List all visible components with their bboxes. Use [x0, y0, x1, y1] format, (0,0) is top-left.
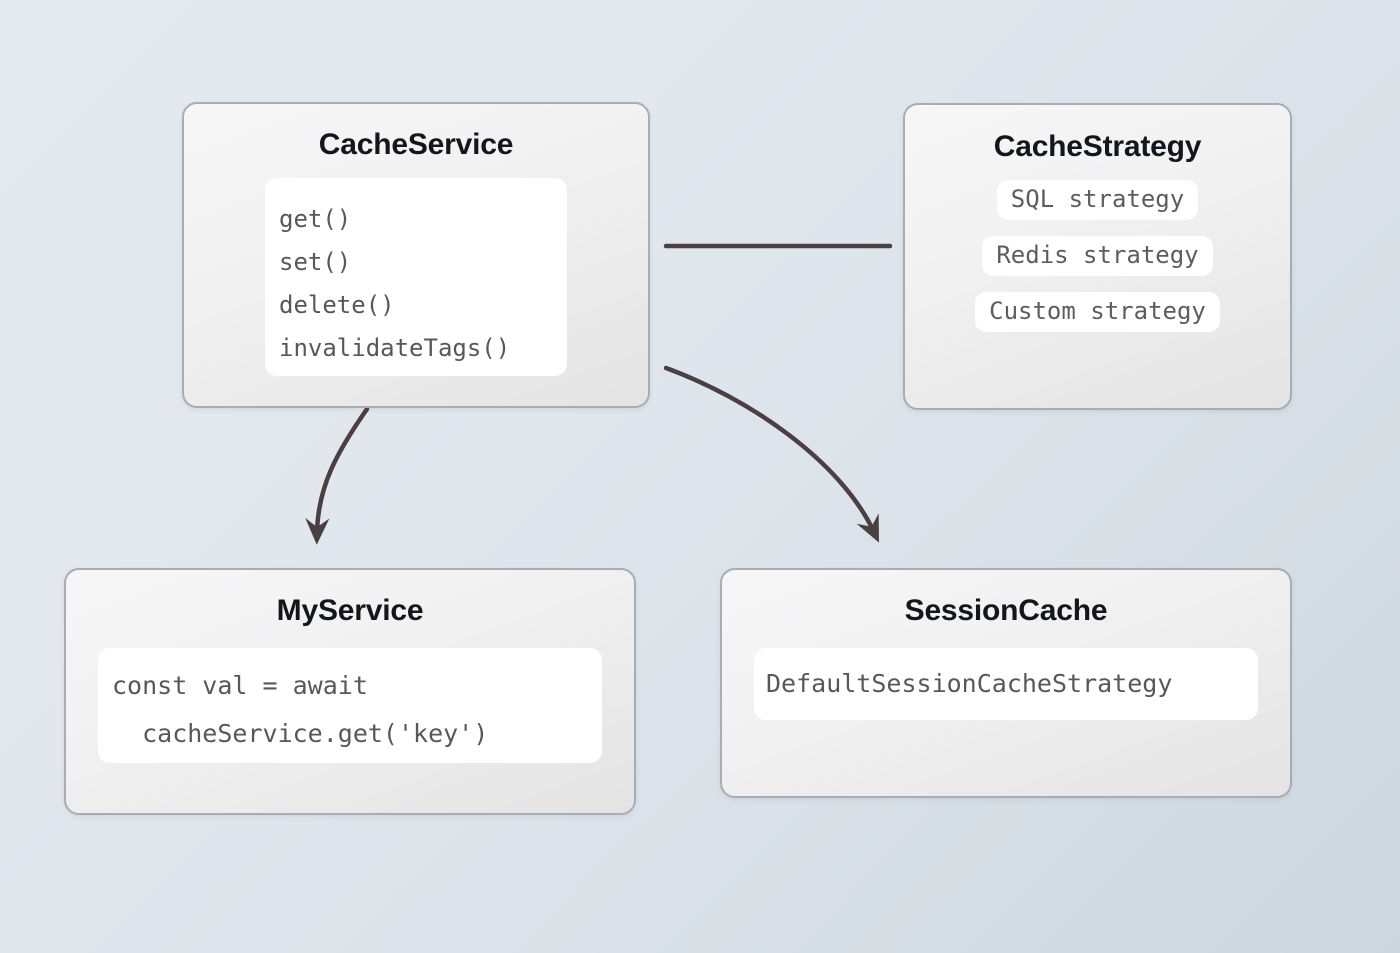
code-line: const val = await: [112, 671, 368, 700]
node-cacheservice-methods: get() set() delete() invalidateTags(): [265, 178, 567, 376]
code-line: cacheService.get('key'): [112, 719, 489, 748]
method-line: set(): [279, 248, 352, 276]
strategy-chip[interactable]: SQL strategy: [996, 180, 1199, 220]
node-cacheservice[interactable]: CacheService get() set() delete() invali…: [182, 102, 650, 408]
node-sessioncache[interactable]: SessionCache DefaultSessionCacheStrategy: [720, 568, 1292, 798]
strategy-chip-list: SQL strategy Redis strategy Custom strat…: [905, 180, 1290, 332]
code-line: DefaultSessionCacheStrategy: [766, 669, 1173, 698]
connector-cacheservice-myservice: [305, 406, 370, 545]
node-cachestrategy[interactable]: CacheStrategy SQL strategy Redis strateg…: [903, 103, 1292, 410]
method-line: delete(): [279, 291, 395, 319]
node-myservice-title: MyService: [276, 594, 424, 627]
method-line: get(): [279, 205, 352, 233]
node-cacheservice-title: CacheService: [318, 128, 514, 161]
node-sessioncache-strategy: DefaultSessionCacheStrategy: [754, 648, 1258, 720]
strategy-chip[interactable]: Custom strategy: [975, 292, 1220, 332]
node-sessioncache-title: SessionCache: [904, 594, 1108, 627]
node-myservice[interactable]: MyService const val = await cacheService…: [64, 568, 636, 815]
method-line: invalidateTags(): [279, 334, 511, 362]
node-cachestrategy-title: CacheStrategy: [993, 130, 1202, 163]
strategy-chip[interactable]: Redis strategy: [982, 236, 1213, 276]
connector-cacheservice-sessioncache: [663, 365, 880, 543]
node-myservice-code: const val = await cacheService.get('key'…: [98, 648, 602, 763]
